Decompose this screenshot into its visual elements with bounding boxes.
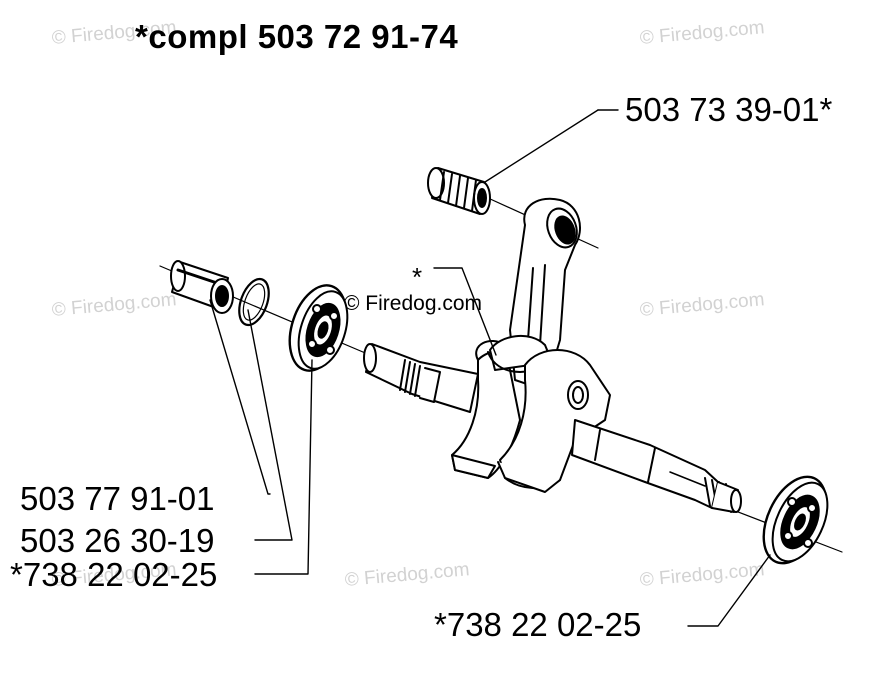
part-number-o-ring: 503 26 30-19 — [20, 522, 215, 559]
part-number-bearing-right: *738 22 02-25 — [434, 606, 642, 643]
part-number-sleeve: 503 77 91-01 — [20, 480, 215, 517]
leader-sleeve — [209, 299, 271, 495]
leader-oring — [247, 309, 293, 541]
assembly-title: *compl 503 72 91-74 — [135, 18, 459, 55]
ball-bearing-left — [288, 284, 349, 372]
needle-bearing — [427, 167, 491, 215]
o-ring — [238, 277, 270, 327]
crankshaft-right-shaft — [571, 419, 742, 513]
leader-bearing-right — [687, 554, 771, 627]
crank-web-right — [497, 349, 611, 493]
part-number-bearing-left: *738 22 02-25 — [10, 556, 218, 593]
leader-lines — [209, 109, 771, 627]
watermark-center: © Firedog.com — [344, 292, 483, 315]
part-number-needle-bearing: 503 73 39-01* — [625, 91, 833, 128]
leader-crank — [433, 267, 497, 356]
crankshaft-left-stub — [363, 343, 479, 413]
sleeve — [170, 260, 234, 314]
leader-bearing-left — [254, 359, 313, 575]
ball-bearing-right — [762, 475, 829, 565]
crank-web-left — [451, 340, 521, 479]
crank-marker: * — [412, 262, 423, 292]
leader-top-right — [484, 109, 599, 183]
